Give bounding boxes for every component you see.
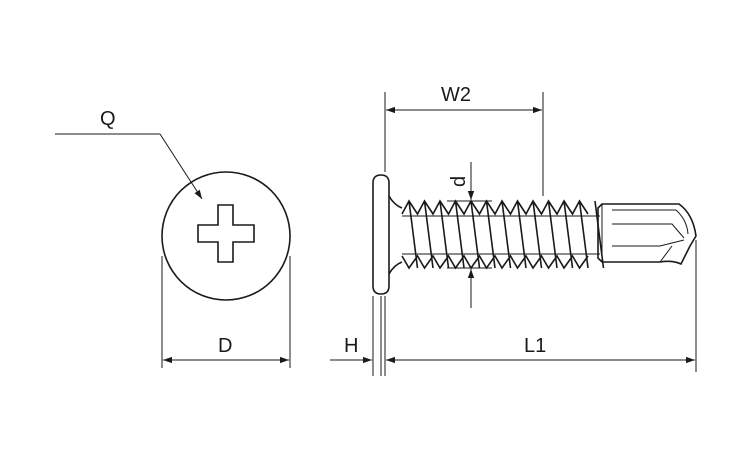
- thread-diameter-label: d: [448, 176, 470, 187]
- head-view: [161, 171, 291, 301]
- d-dimension-head: D: [161, 256, 291, 368]
- length-label: L1: [524, 335, 546, 357]
- h-dimension: H: [330, 296, 382, 376]
- head-height-label: H: [344, 335, 358, 357]
- q-leader: Q: [55, 108, 203, 200]
- head-diameter-label: D: [218, 335, 232, 357]
- side-view: [372, 174, 697, 295]
- l1-dimension: L1: [384, 240, 697, 376]
- w2-label: W2: [441, 84, 471, 106]
- thread-profile: [401, 199, 605, 270]
- q-label: Q: [100, 108, 116, 130]
- drill-point: [597, 203, 697, 266]
- w2-dimension: W2: [384, 84, 544, 196]
- head-circle: [161, 171, 291, 301]
- washer-head: [372, 174, 390, 295]
- phillips-recess: [197, 204, 255, 263]
- thread-diameter-dimension: d: [447, 162, 492, 308]
